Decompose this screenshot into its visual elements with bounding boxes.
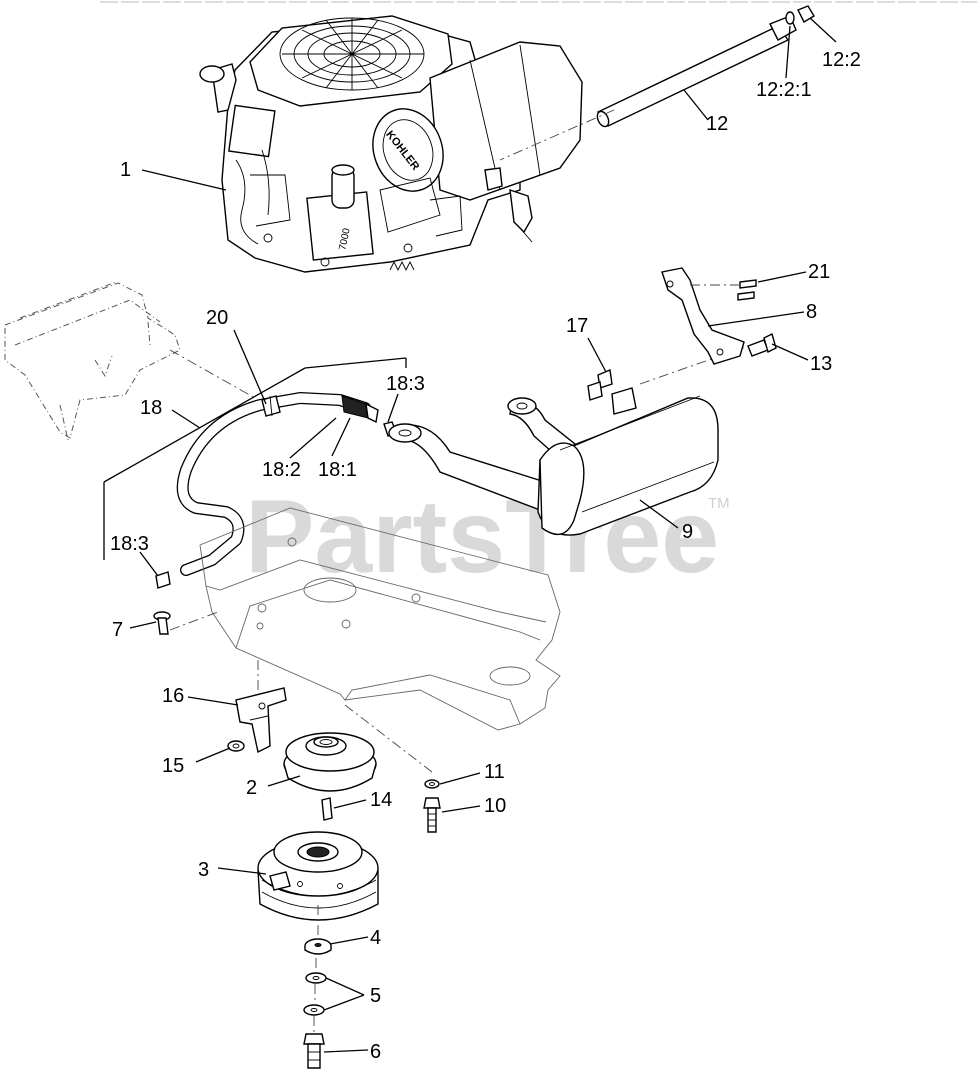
key-part-14 <box>321 797 333 821</box>
callout-1: 1 <box>120 159 131 181</box>
tube-part-12 <box>499 5 815 161</box>
callout-7: 7 <box>112 619 123 641</box>
fuel-line-part-18 <box>103 357 407 589</box>
callout-18-2: 18:2 <box>262 459 301 481</box>
screw-part-15 <box>227 740 245 752</box>
frame-phantom <box>4 281 256 441</box>
callout-4: 4 <box>370 927 381 949</box>
bracket-part-8 <box>661 267 777 365</box>
callout-12-2-1: 12:2:1 <box>756 79 812 101</box>
washer-part-11 <box>424 779 440 789</box>
callout-13: 13 <box>810 353 832 375</box>
bolt-part-10 <box>423 797 441 833</box>
engine-model-label: 7000 <box>337 227 352 251</box>
callout-11: 11 <box>484 761 505 783</box>
callout-9: 9 <box>682 521 693 543</box>
callout-3: 3 <box>198 859 209 881</box>
callout-18-1: 18:1 <box>318 459 357 481</box>
callout-16: 16 <box>162 685 184 707</box>
callout-18-3-left: 18:3 <box>110 533 149 555</box>
callout-labels: 1 2 3 4 5 6 7 8 9 10 11 12 12:2 12:2:1 1… <box>110 49 861 1063</box>
clutch-part-3 <box>257 831 379 940</box>
callout-6: 6 <box>370 1041 381 1063</box>
callout-21: 21 <box>808 261 830 283</box>
pulley-part-2 <box>283 732 377 792</box>
washers-part-5 <box>303 958 327 1032</box>
bolt-part-6 <box>303 1033 325 1069</box>
callout-10: 10 <box>484 795 506 817</box>
callout-20: 20 <box>206 307 228 329</box>
callout-18: 18 <box>140 397 162 419</box>
leader-lines <box>129 17 837 1053</box>
watermark-tm: TM <box>708 495 730 512</box>
engine-part-1: KOHLER 7000 <box>199 15 583 273</box>
bracket-part-16 <box>235 687 287 754</box>
deck-plate <box>199 507 561 773</box>
oring-part-12-2-1 <box>785 11 795 25</box>
callout-12: 12 <box>706 113 728 135</box>
callout-12-2: 12:2 <box>822 49 861 71</box>
callout-15: 15 <box>162 755 184 777</box>
callout-5: 5 <box>370 985 381 1007</box>
callout-14: 14 <box>370 789 392 811</box>
callout-17: 17 <box>566 315 588 337</box>
callout-8: 8 <box>806 301 817 323</box>
callout-18-3-right: 18:3 <box>386 373 425 395</box>
muffler-part-9 <box>388 341 761 536</box>
callout-2: 2 <box>246 777 257 799</box>
pin-part-7 <box>153 611 219 635</box>
spacer-part-4 <box>304 938 332 955</box>
